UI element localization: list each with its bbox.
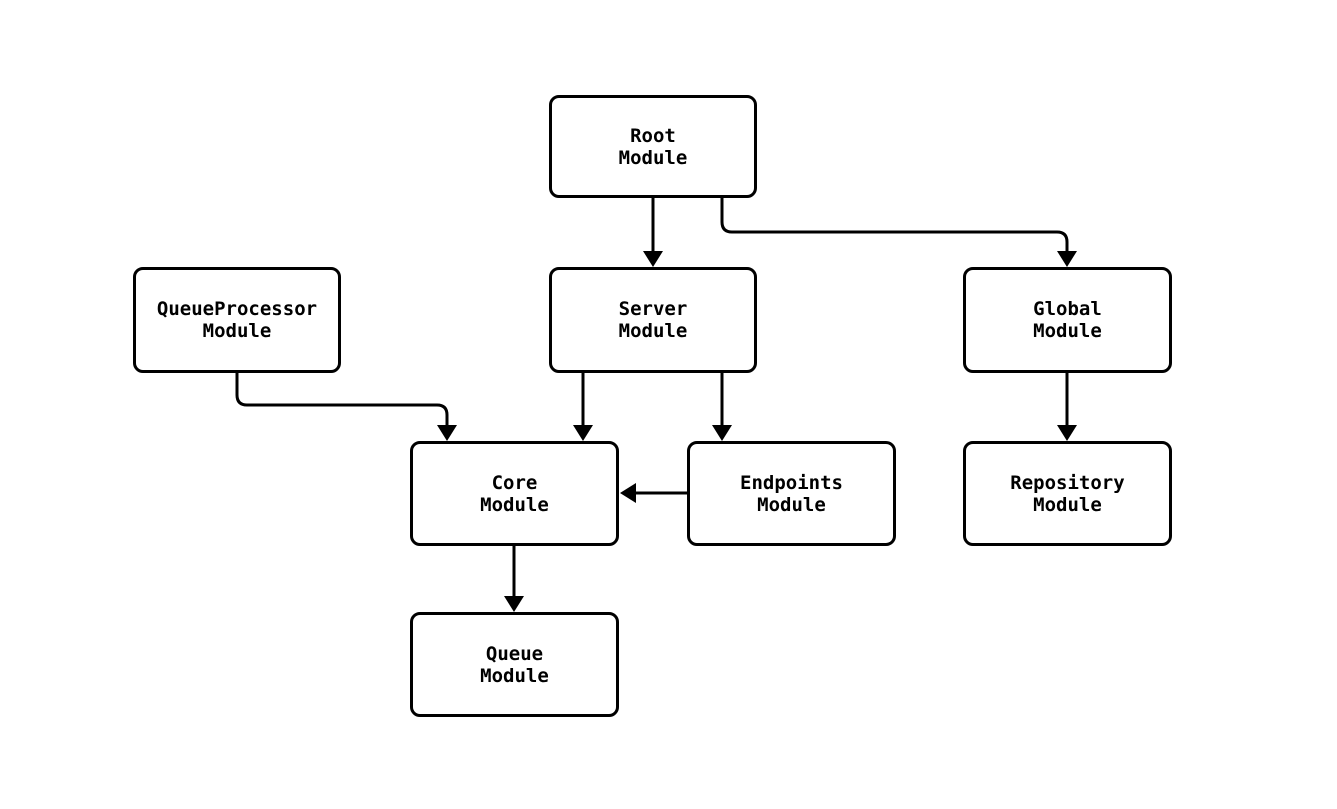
node-label-line: Module	[202, 320, 272, 342]
node-label-line: Root	[630, 124, 676, 147]
node-label-line: Queue	[485, 642, 544, 665]
node-label-line: QueueProcessor	[156, 298, 318, 320]
edge-root-global-arrowhead	[1057, 251, 1077, 267]
edge-server-endpoints-arrowhead	[712, 425, 732, 441]
edge-queueprocessor-core-arrowhead	[437, 425, 457, 441]
node-label-line: Global	[1033, 298, 1102, 320]
node-server-module: Server Module	[549, 267, 757, 373]
node-label-line: Module	[618, 146, 688, 169]
node-queue-module: Queue Module	[410, 612, 619, 717]
node-label-line: Endpoints	[740, 471, 843, 494]
edge-server-core-arrowhead	[573, 425, 593, 441]
node-endpoints-module: Endpoints Module	[687, 441, 896, 546]
node-root-module: Root Module	[549, 95, 757, 198]
edge-core-queue-arrowhead	[504, 596, 524, 612]
edge-global-repository-arrowhead	[1057, 425, 1077, 441]
node-label-line: Module	[757, 493, 826, 516]
node-label-line: Core	[491, 471, 538, 494]
edge-endpoints-core-arrowhead	[620, 483, 636, 503]
node-label-line: Repository	[1010, 471, 1125, 494]
edge-root-global-line	[720, 198, 1069, 252]
node-label-line: Module	[1033, 493, 1102, 516]
node-label-line: Module	[480, 493, 549, 516]
edge-root-server-arrowhead	[643, 251, 663, 267]
node-label-line: Module	[480, 664, 549, 687]
node-label-line: Server	[618, 298, 688, 320]
node-label-line: Module	[618, 320, 688, 342]
node-repository-module: Repository Module	[963, 441, 1172, 546]
edge-queueprocessor-core-line	[235, 373, 449, 426]
node-global-module: Global Module	[963, 267, 1172, 373]
node-queueprocessor-module: QueueProcessor Module	[133, 267, 341, 373]
node-label-line: Module	[1033, 320, 1102, 342]
node-core-module: Core Module	[410, 441, 619, 546]
